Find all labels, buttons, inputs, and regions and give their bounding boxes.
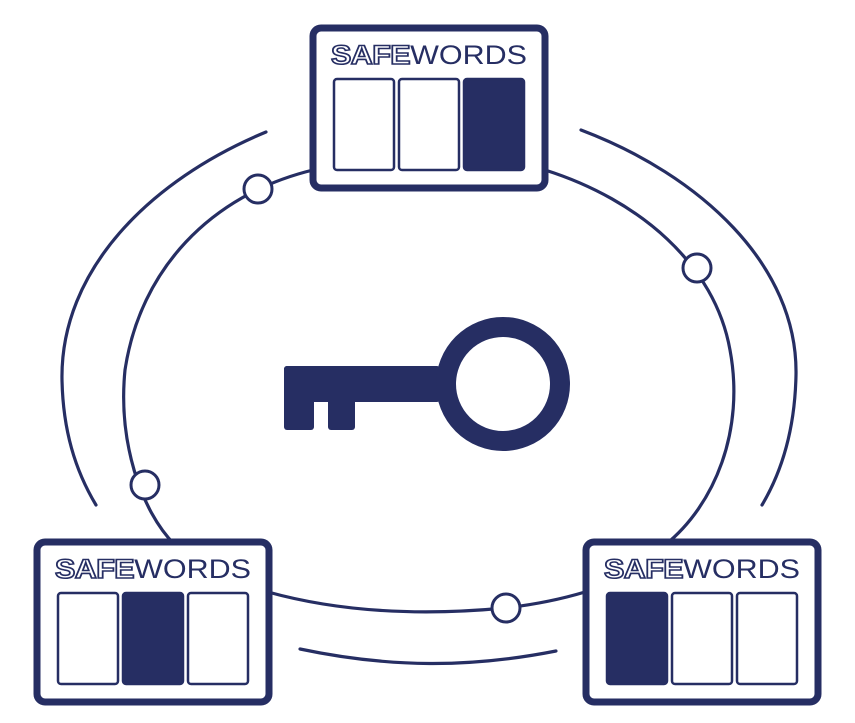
ring-node — [129, 469, 161, 501]
slot-active — [605, 591, 669, 686]
slot-group — [56, 591, 250, 686]
outer-arcs — [60, 128, 798, 666]
key-bow — [436, 317, 570, 451]
ring-node — [242, 173, 274, 205]
outer-arc-left — [60, 130, 268, 507]
slot-group — [605, 591, 799, 686]
ring-node — [681, 252, 713, 284]
slot-active — [121, 591, 185, 686]
outer-arc-right — [579, 128, 798, 507]
key-tooth-left — [284, 366, 314, 430]
slot — [332, 77, 396, 172]
outer-arc-bottom — [298, 647, 558, 666]
key-shaft — [284, 366, 440, 402]
key-tooth-right — [328, 366, 355, 430]
brand-solid: WORDS — [683, 554, 800, 584]
slot — [670, 591, 734, 686]
inner-ring-top-right — [544, 168, 736, 547]
brand-solid: WORDS — [410, 40, 527, 70]
brand-outline: SAFE — [331, 40, 410, 70]
slot — [397, 77, 461, 172]
slot — [735, 591, 799, 686]
slot-active — [462, 77, 526, 172]
slot — [186, 591, 250, 686]
slot-group — [332, 77, 526, 172]
inner-ring-bottom — [267, 590, 586, 614]
brand-outline: SAFE — [55, 554, 134, 584]
slot — [56, 591, 120, 686]
key-icon — [284, 317, 570, 451]
ring-node — [490, 592, 522, 624]
brand-solid: WORDS — [134, 554, 251, 584]
ring-nodes — [129, 173, 713, 624]
brand-outline: SAFE — [604, 554, 683, 584]
